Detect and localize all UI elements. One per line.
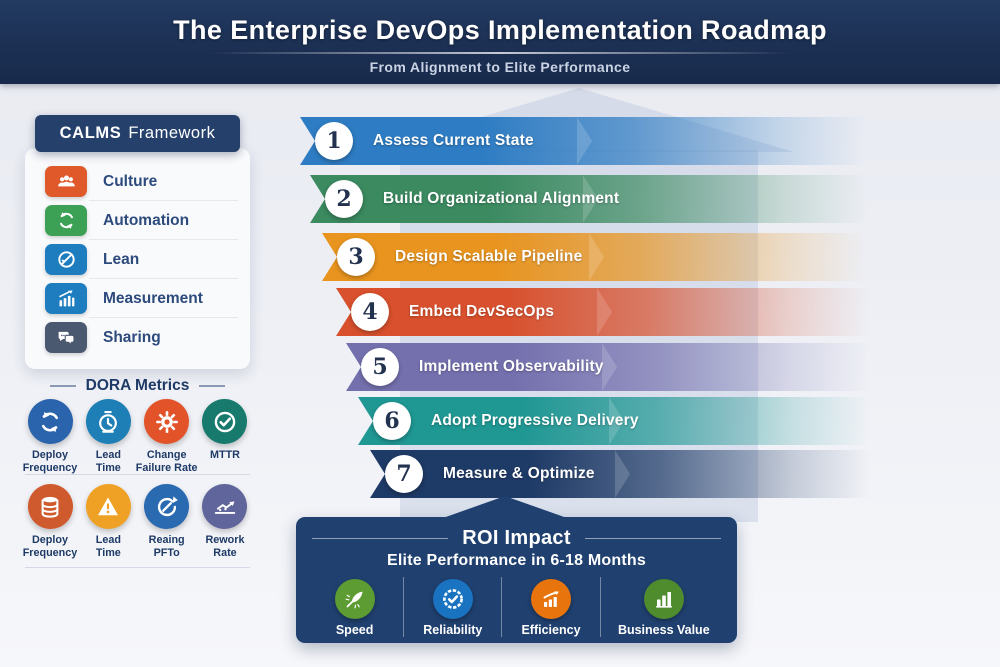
roi-benefit: Business Value — [599, 577, 727, 637]
sync-icon — [45, 205, 87, 236]
lean-icon — [45, 244, 87, 275]
roadmap-step-banner: 6 Adopt Progressive Delivery — [358, 397, 903, 445]
step-number-badge: 7 — [385, 455, 423, 493]
history-icon — [144, 484, 190, 529]
roi-title-line-right — [584, 537, 722, 540]
calms-item: Measurement — [25, 279, 250, 318]
roi-benefit-label: Reliability — [423, 623, 483, 637]
roadmap-step-banner: 1 Assess Current State — [300, 117, 903, 165]
dora-metrics-heading: DORA Metrics — [25, 377, 250, 395]
roi-benefit-label: Business Value — [617, 623, 710, 637]
step-label: Build Organizational Alignment — [383, 190, 620, 207]
step-label: Adopt Progressive Delivery — [431, 412, 639, 429]
cycle-icon — [27, 399, 73, 444]
dora-metric-label: MTTR — [209, 449, 240, 461]
dora-metric: Deploy Frequency — [21, 484, 79, 559]
step-number-badge: 1 — [315, 122, 353, 160]
roi-title: ROI Impact — [462, 527, 571, 549]
roi-benefit-label: Efficiency — [521, 623, 581, 637]
roi-benefit: Efficiency — [501, 577, 599, 637]
rework-icon — [202, 484, 248, 529]
step-label: Measure & Optimize — [443, 465, 595, 482]
roi-subtitle: Elite Performance in 6-18 Months — [387, 552, 646, 569]
calms-item-label: Automation — [103, 211, 190, 229]
roi-impact-box: ROI Impact Elite Performance in 6-18 Mon… — [296, 496, 737, 643]
database-icon — [27, 484, 73, 529]
feather-icon — [334, 579, 375, 619]
step-label: Design Scalable Pipeline — [395, 248, 583, 265]
chart-growth-icon — [45, 283, 87, 314]
page-title: The Enterprise DevOps Implementation Roa… — [173, 15, 827, 45]
dora-metric: Lead Time — [79, 484, 137, 559]
step-number-badge: 2 — [325, 180, 363, 218]
step-number-badge: 6 — [373, 402, 411, 440]
page-subtitle: From Alignment to Elite Performance — [369, 59, 631, 75]
separator-line — [25, 474, 250, 475]
calms-item-label: Lean — [103, 250, 140, 268]
roi-benefit: Reliability — [403, 577, 501, 637]
badge-check-icon — [432, 579, 473, 619]
trend-bars-icon — [531, 579, 571, 619]
dora-metric-label: Rework Rate — [205, 534, 245, 559]
dora-metric: Reaing PFTo — [138, 484, 196, 559]
chat-icon — [45, 322, 87, 353]
roadmap-step-banner: 3 Design Scalable Pipeline — [322, 233, 903, 281]
roadmap-step-banner: 5 Implement Observability — [346, 343, 903, 391]
calms-item-label: Culture — [103, 172, 158, 190]
calms-title-bold: CALMS — [59, 124, 122, 142]
roi-benefit-label: Speed — [335, 623, 374, 637]
dora-metric: Deploy Frequency — [21, 399, 79, 474]
step-number-badge: 3 — [337, 238, 375, 276]
calms-item: Sharing — [25, 318, 250, 357]
heading-dash-right — [199, 385, 226, 387]
step-number-badge: 5 — [361, 348, 399, 386]
heading-dash-left — [49, 385, 76, 387]
dora-metric-label: Lead Time — [95, 449, 121, 474]
warning-icon — [85, 484, 131, 529]
roi-benefit: Speed — [306, 577, 403, 637]
step-label: Implement Observability — [419, 358, 604, 375]
calms-item: Lean — [25, 240, 250, 279]
roi-title-row: ROI Impact — [312, 527, 722, 550]
roadmap-step-banner: 7 Measure & Optimize — [370, 450, 903, 498]
roi-box-pointer — [443, 496, 567, 518]
dora-metric: MTTR — [196, 399, 254, 474]
calms-item-label: Measurement — [103, 289, 203, 307]
calms-item-label: Sharing — [103, 328, 161, 346]
dora-heading-label: DORA Metrics — [85, 377, 190, 394]
gear-icon — [144, 399, 190, 444]
dora-metric-label: Lead Time — [95, 534, 121, 559]
calms-title-rest: Framework — [128, 124, 216, 142]
users-icon — [45, 166, 87, 197]
step-number-badge: 4 — [351, 293, 389, 331]
dora-metric: Lead Time — [79, 399, 137, 474]
roi-title-line-left — [312, 537, 449, 540]
calms-item: Culture — [25, 162, 250, 201]
calms-item: Automation — [25, 201, 250, 240]
dora-metric-label: Deploy Frequency — [22, 534, 78, 559]
roi-benefits-row: Speed Reliability Efficiency Business Va… — [296, 577, 737, 637]
dora-metric-label: Change Failure Rate — [135, 449, 198, 474]
header-divider — [210, 52, 790, 54]
check-ring-icon — [202, 399, 248, 444]
dora-metric-label: Reaing PFTo — [148, 534, 185, 559]
dora-metric: Rework Rate — [196, 484, 254, 559]
step-label: Assess Current State — [373, 132, 534, 149]
calms-framework-card: Culture Automation Lean Measurement Shar… — [25, 148, 250, 369]
roadmap-step-banner: 4 Embed DevSecOps — [336, 288, 903, 336]
calms-framework-header: CALMS Framework — [35, 115, 240, 152]
clock-icon — [85, 399, 131, 444]
dora-metric-label: Deploy Frequency — [22, 449, 78, 474]
separator-line — [25, 567, 250, 568]
dora-metrics-row-2: Deploy Frequency Lead Time Reaing PFTo R… — [21, 484, 254, 559]
step-label: Embed DevSecOps — [409, 303, 555, 320]
header: The Enterprise DevOps Implementation Roa… — [0, 0, 1000, 84]
dora-metric: Change Failure Rate — [135, 399, 198, 474]
roadmap-step-banner: 2 Build Organizational Alignment — [310, 175, 903, 223]
dora-metrics-row-1: Deploy Frequency Lead Time Change Failur… — [21, 399, 254, 474]
bar-chart-icon — [643, 579, 684, 619]
